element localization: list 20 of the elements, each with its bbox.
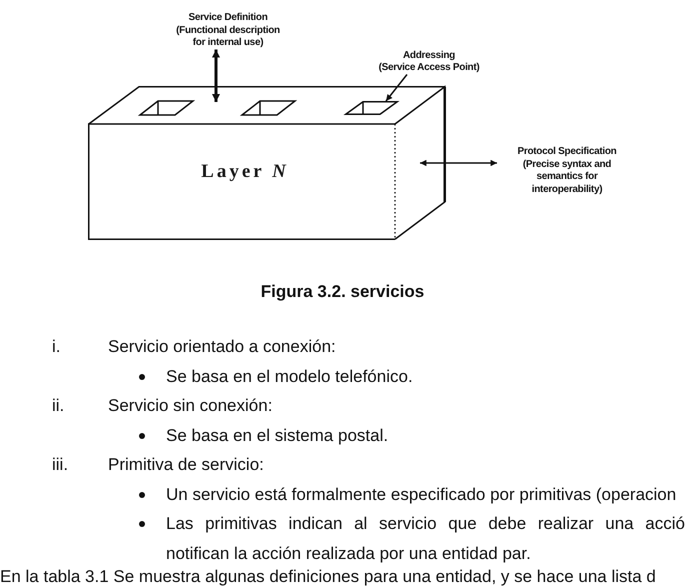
callout-heading: Service Definition [187, 12, 269, 24]
callout-description: (Functional description for internal use) [175, 24, 281, 50]
paragraph-text: En la tabla 3.1 Se muestra algunas definiciones para una entidad, y se hace una lista d [0, 568, 656, 584]
callout-heading: Protocol Specification [516, 146, 618, 158]
list-item-text: Servicio orientado a conexión: [108, 337, 336, 357]
bullet-item-text: Se basa en el sistema postal. [166, 426, 388, 446]
double-arrow [420, 160, 497, 166]
list-numeral: i. [52, 337, 60, 357]
callout-description: (Precise syntax and semantics for interoperability) [522, 158, 612, 196]
list-item-text: Primitiva de servicio: [108, 455, 264, 475]
block-label: Layer N [200, 160, 290, 184]
figure-caption: Figura 3.2. servicios [260, 282, 424, 302]
callout-description: (Service Access Point) [378, 62, 480, 74]
list-numeral: iii. [52, 455, 68, 475]
callout-heading: Addressing [402, 50, 456, 62]
list-numeral: ii. [52, 396, 64, 416]
bullet-item-text: Se basa en el modelo telefónico. [166, 366, 413, 386]
list-item-text: Servicio sin conexión: [108, 396, 272, 416]
bullet-item-text: Un servicio está formalmente especificado por primitivas (operacion [166, 484, 676, 504]
bullet-item-text: Las primitivas indican al servicio que debe realizar una acció notifican la acción realizada por una entidad par. [166, 513, 685, 565]
